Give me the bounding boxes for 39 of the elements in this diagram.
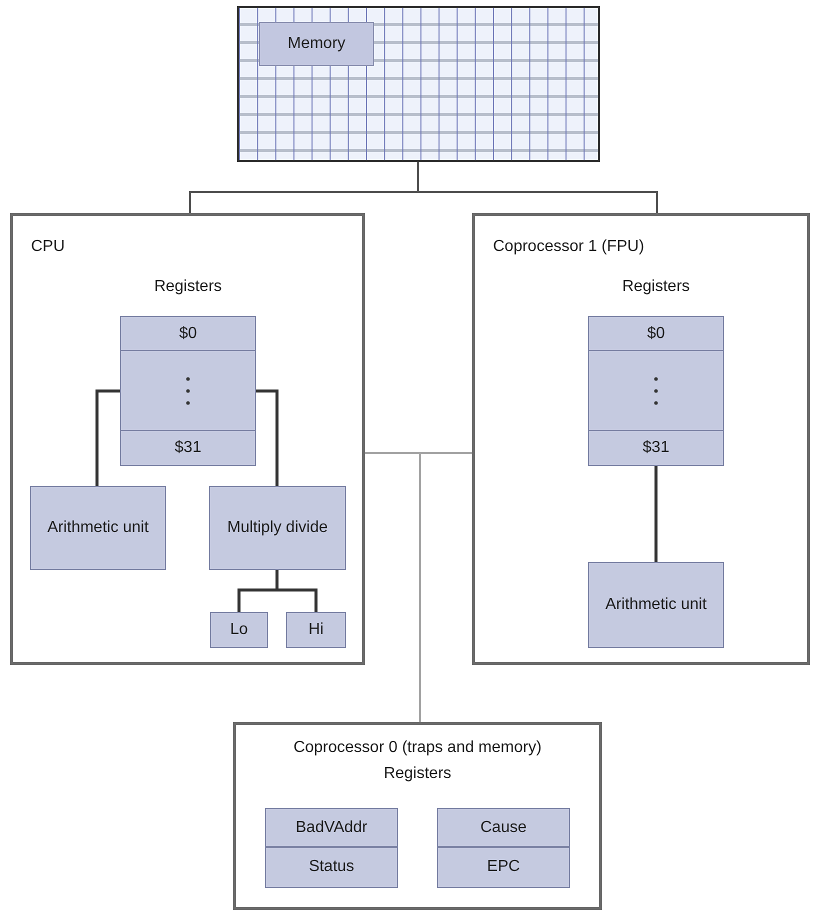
unit-name: Arithmetic unit xyxy=(604,594,708,615)
register-name: $31 xyxy=(121,430,255,464)
registers-heading: Registers xyxy=(621,278,691,296)
unit-box xyxy=(588,562,724,648)
connector-line xyxy=(256,390,278,486)
unit-title: Coprocessor 1 (FPU) xyxy=(493,238,644,256)
unit-box xyxy=(210,612,268,648)
register-file xyxy=(120,316,256,466)
connector-line xyxy=(419,452,472,722)
unit-title: Coprocessor 0 (traps and memory) xyxy=(292,739,543,757)
unit-name: Lo xyxy=(229,620,249,640)
register-name: $0 xyxy=(121,317,255,351)
memory-label: Memory xyxy=(259,22,374,66)
connector-line xyxy=(96,390,120,486)
register-pair xyxy=(437,808,570,888)
register-name: $0 xyxy=(589,317,723,351)
register-name: EPC xyxy=(438,847,569,886)
unit-title: Registers xyxy=(382,765,452,783)
register-pair xyxy=(265,808,398,888)
unit-frame xyxy=(472,213,810,665)
unit-title: CPU xyxy=(31,238,65,256)
connector-line xyxy=(654,466,658,562)
unit-box xyxy=(209,486,346,570)
register-name: BadVAddr xyxy=(266,809,397,847)
unit-box xyxy=(30,486,166,570)
register-name: Status xyxy=(266,847,397,886)
connector-line xyxy=(276,570,318,612)
register-name: Cause xyxy=(438,809,569,847)
unit-name: Multiply divide xyxy=(226,518,329,538)
unit-name: Arithmetic unit xyxy=(46,518,150,538)
unit-frame xyxy=(10,213,365,665)
unit-box xyxy=(286,612,346,648)
unit-frame xyxy=(233,722,602,910)
registers-heading: Registers xyxy=(153,278,223,296)
register-name: $31 xyxy=(589,430,723,464)
connector-line xyxy=(417,162,658,213)
register-file xyxy=(588,316,724,466)
memory-grid xyxy=(237,6,600,162)
unit-name: Hi xyxy=(307,620,325,640)
